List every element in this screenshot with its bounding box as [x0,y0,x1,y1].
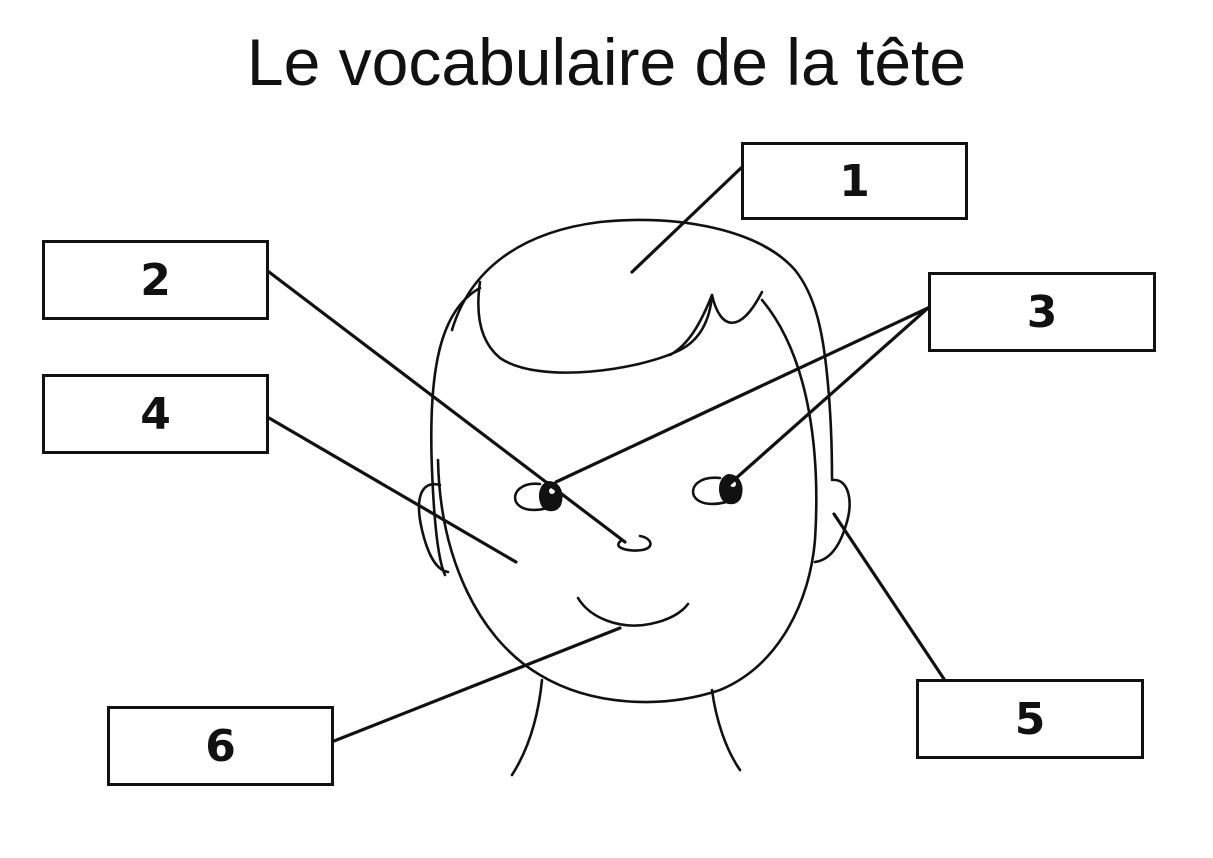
nose [617,534,652,552]
right-pupil [719,473,743,505]
hair-spike [710,290,764,324]
label-number: 3 [1026,286,1058,338]
label-box-hair[interactable]: 1 [741,142,968,220]
neck-left [510,678,544,777]
worksheet-title: Le vocabulaire de la tête [246,25,967,99]
hair-outline [429,286,482,577]
label-number: 1 [839,155,870,207]
leader-line-1 [630,166,743,274]
leader-line-5 [832,512,946,681]
label-number: 2 [140,254,171,306]
label-box-mouth[interactable]: 6 [107,706,334,786]
neck-right [710,688,742,772]
leader-line-6 [332,626,622,743]
leader-line-3a [554,306,930,484]
leader-line-4 [267,416,518,564]
label-number: 4 [140,388,171,440]
face-outline [436,298,818,704]
hair-top [450,218,834,480]
label-number: 6 [205,720,236,772]
hair-fringe [477,280,714,374]
right-eye-outline [691,476,737,506]
label-number: 5 [1014,693,1046,745]
label-box-eyes[interactable]: 3 [928,272,1156,352]
label-box-ear[interactable]: 5 [916,679,1144,759]
label-box-nose[interactable]: 2 [42,240,269,320]
leader-line-3b [723,306,930,490]
leader-line-2 [267,270,627,544]
mouth [576,596,690,627]
right-ear [813,478,851,564]
left-eye-outline [513,482,557,512]
label-box-cheek[interactable]: 4 [42,374,269,454]
left-ear [417,482,450,574]
